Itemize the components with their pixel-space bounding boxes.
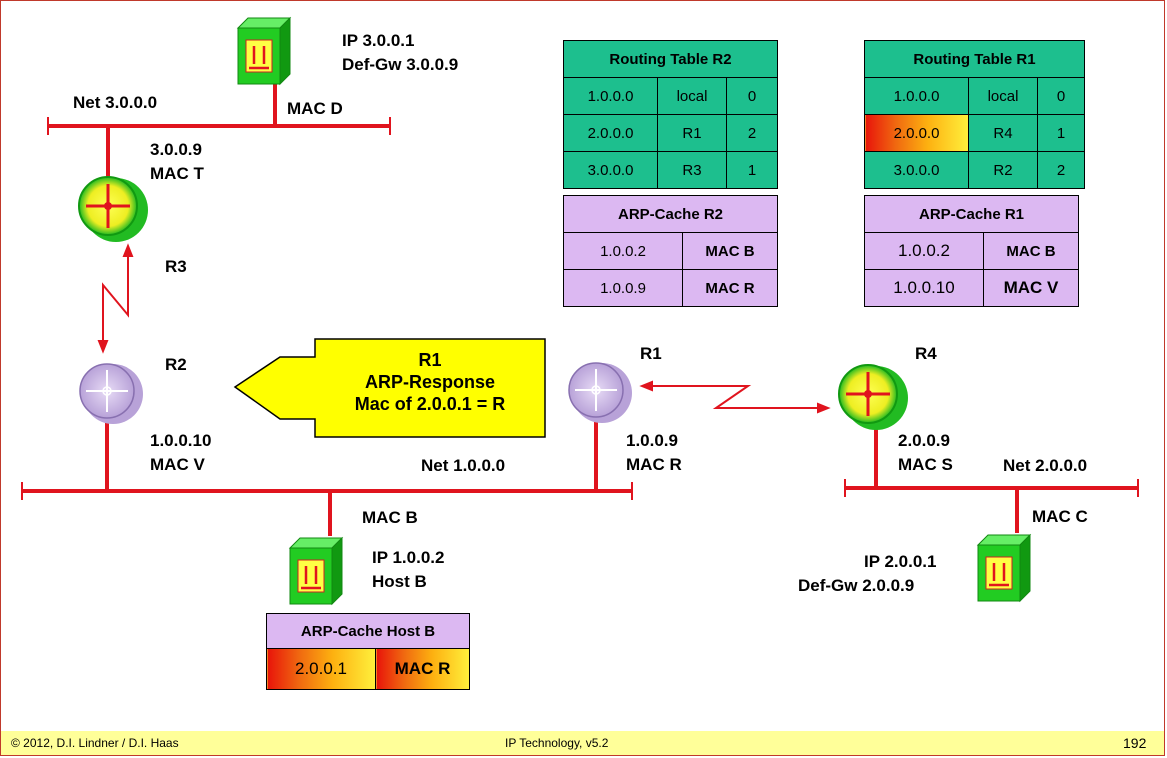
footer-bar: © 2012, D.I. Lindner / D.I. Haas IP Tech… [1, 731, 1164, 755]
net1-label: Net 1.0.0.0 [421, 456, 506, 475]
router-r1-icon [568, 362, 632, 423]
highlighted-route-cell: 2.0.0.0 [864, 114, 969, 152]
callout-line3: Mac of 2.0.0.1 = R [354, 394, 506, 414]
arp-cache-host-b-title: ARP-Cache Host B [266, 613, 470, 649]
router-r4-icon [838, 364, 908, 430]
arp-response-callout: R1 ARP-Response Mac of 2.0.0.1 = R [318, 349, 542, 415]
host-c-ip: IP 2.0.0.1 [864, 552, 937, 571]
table-row: 1.0.0.2 MAC B [563, 232, 778, 270]
table-row: 1.0.0.0 local 0 [864, 77, 1085, 115]
host-b-name: Host B [372, 572, 427, 591]
table-row: 2.0.0.0 R1 2 [563, 114, 778, 152]
r2-ip: 1.0.0.10 [150, 431, 212, 450]
r4-ip: 2.0.0.9 [898, 431, 950, 450]
footer-copyright: © 2012, D.I. Lindner / D.I. Haas [11, 736, 179, 750]
host-d-mac: MAC D [287, 99, 343, 118]
wan-link-r1-r4 [639, 380, 831, 414]
r1-name: R1 [640, 344, 662, 363]
arp-cache-r1-title: ARP-Cache R1 [864, 195, 1079, 233]
r3-name: R3 [165, 257, 187, 276]
net2-bus [844, 418, 1139, 533]
host-c-icon [976, 533, 1032, 603]
footer-title: IP Technology, v5.2 [505, 736, 609, 750]
arp-cache-r2: ARP-Cache R2 1.0.0.2 MAC B 1.0.0.9 MAC R [563, 195, 778, 307]
r2-mac: MAC V [150, 455, 205, 474]
r2-name: R2 [165, 355, 187, 374]
r3-ip: 3.0.0.9 [150, 140, 202, 159]
table-row: 2.0.0.0 R4 1 [864, 114, 1085, 152]
r4-name: R4 [915, 344, 937, 363]
host-d-ip: IP 3.0.0.1 [342, 31, 415, 50]
table-row: 1.0.0.2 MAC B [864, 232, 1079, 270]
host-d-gateway: Def-Gw 3.0.0.9 [342, 55, 459, 74]
net1-bus [21, 420, 633, 536]
arp-cache-host-b: ARP-Cache Host B 2.0.0.1 MAC R [266, 613, 470, 690]
table-row: 3.0.0.0 R2 2 [864, 151, 1085, 189]
routing-table-r1-title: Routing Table R1 [864, 40, 1085, 78]
table-row: 1.0.0.0 local 0 [563, 77, 778, 115]
arp-response-callout-shape [233, 338, 546, 438]
arp-cache-r1: ARP-Cache R1 1.0.0.2 MAC B 1.0.0.10 MAC … [864, 195, 1079, 307]
callout-line2: ARP-Response [364, 372, 496, 392]
routing-table-r2-title: Routing Table R2 [563, 40, 778, 78]
router-r3-icon [78, 176, 148, 242]
table-row: 3.0.0.0 R3 1 [563, 151, 778, 189]
host-c-gateway: Def-Gw 2.0.0.9 [798, 576, 915, 595]
routing-table-r1: Routing Table R1 1.0.0.0 local 0 2.0.0.0… [864, 40, 1085, 189]
routing-table-r2: Routing Table R2 1.0.0.0 local 0 2.0.0.0… [563, 40, 778, 189]
host-d-icon [236, 16, 292, 86]
net3-bus [47, 84, 391, 178]
net3-label: Net 3.0.0.0 [73, 93, 158, 112]
host-b-mac: MAC B [362, 508, 418, 527]
host-c-mac: MAC C [1032, 507, 1088, 526]
router-r2-icon [79, 363, 143, 424]
net2-label: Net 2.0.0.0 [1003, 456, 1088, 475]
table-row: 2.0.0.1 MAC R [266, 648, 470, 690]
wan-link-r3-r2 [97, 243, 134, 354]
table-row: 1.0.0.10 MAC V [864, 269, 1079, 307]
r1-mac: MAC R [626, 455, 682, 474]
r4-mac: MAC S [898, 455, 953, 474]
callout-line1: R1 [418, 350, 442, 370]
host-b-icon [288, 536, 344, 606]
table-row: 1.0.0.9 MAC R [563, 269, 778, 307]
r1-ip: 1.0.0.9 [626, 431, 678, 450]
page-number: 192 [1123, 735, 1147, 751]
r3-mac: MAC T [150, 164, 204, 183]
host-b-ip: IP 1.0.0.2 [372, 548, 445, 567]
arp-cache-r2-title: ARP-Cache R2 [563, 195, 778, 233]
